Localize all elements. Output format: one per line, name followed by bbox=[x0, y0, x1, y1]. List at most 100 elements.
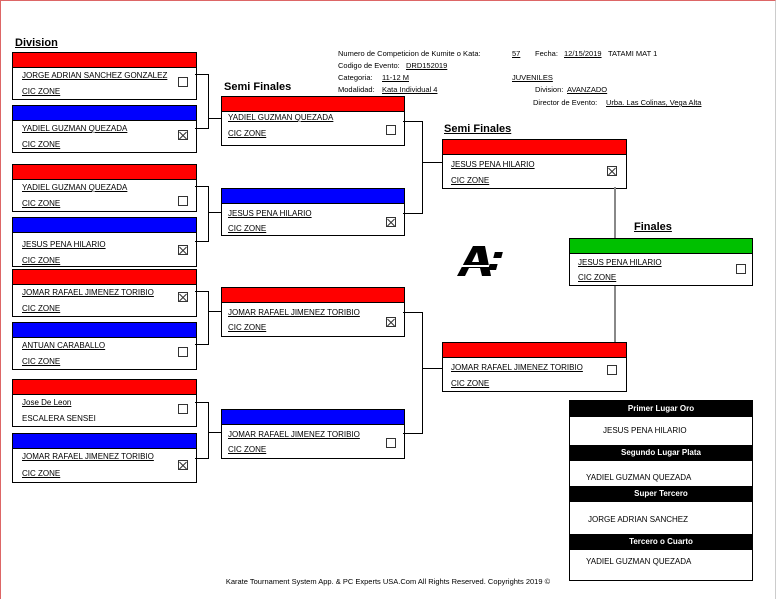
competitor-club: CIC ZONE bbox=[22, 140, 61, 149]
bracket-line bbox=[422, 162, 442, 163]
competitor-name: JOMAR RAFAEL JIMENEZ TORIBIO bbox=[228, 308, 360, 317]
winner-checkbox[interactable] bbox=[386, 438, 396, 448]
blue-corner-bar bbox=[13, 434, 196, 449]
winner-checkbox[interactable] bbox=[607, 365, 617, 375]
bracket-line bbox=[195, 402, 208, 403]
bracket-line bbox=[195, 241, 208, 242]
red-corner-bar bbox=[13, 380, 196, 395]
third-place-name: JORGE ADRIAN SANCHEZ bbox=[588, 515, 689, 524]
bracket-line bbox=[422, 121, 423, 214]
competitor-name: ANTUAN CARABALLO bbox=[22, 341, 106, 350]
blue-corner-bar bbox=[222, 189, 404, 204]
winner-checkbox-checked[interactable] bbox=[178, 292, 188, 302]
competitor-club: CIC ZONE bbox=[451, 176, 490, 185]
final-box[interactable]: JESUS PENA HILARIO CIC ZONE bbox=[569, 238, 753, 286]
director-label: Director de Evento: bbox=[533, 98, 598, 107]
semifinal-box[interactable]: JESUS PENA HILARIO CIC ZONE bbox=[221, 188, 405, 236]
semi-finals-header-2: Semi Finales bbox=[444, 123, 512, 135]
red-corner-bar bbox=[13, 270, 196, 285]
semifinal-box[interactable]: JOMAR RAFAEL JIMENEZ TORIBIO CIC ZONE bbox=[221, 409, 405, 459]
semifinal-box[interactable]: JOMAR RAFAEL JIMENEZ TORIBIO CIC ZONE bbox=[442, 342, 627, 392]
winner-checkbox[interactable] bbox=[178, 347, 188, 357]
competitor-name: JOMAR RAFAEL JIMENEZ TORIBIO bbox=[22, 452, 154, 461]
competitor-name: JORGE ADRIAN SANCHEZ GONZALEZ bbox=[22, 71, 168, 80]
competitor-box[interactable]: JOMAR RAFAEL JIMENEZ TORIBIO CIC ZONE bbox=[12, 433, 197, 483]
red-corner-bar bbox=[13, 53, 196, 68]
competitor-club: CIC ZONE bbox=[22, 87, 61, 96]
second-place-name: YADIEL GUZMAN QUEZADA bbox=[586, 473, 692, 482]
competitor-club: CIC ZONE bbox=[228, 224, 267, 233]
competitor-club: ESCALERA SENSEI bbox=[22, 414, 96, 423]
second-place-title: Segundo Lugar Plata bbox=[570, 445, 752, 461]
semifinal-box[interactable]: YADIEL GUZMAN QUEZADA CIC ZONE bbox=[221, 96, 405, 146]
winner-checkbox-checked[interactable] bbox=[386, 217, 396, 227]
competitor-club: CIC ZONE bbox=[228, 129, 267, 138]
copyright-footer: Karate Tournament System App. & PC Exper… bbox=[225, 577, 551, 586]
bracket-line bbox=[208, 212, 221, 213]
app-logo bbox=[455, 246, 503, 276]
bracket-line bbox=[195, 186, 208, 187]
division-header: Division bbox=[15, 37, 58, 49]
red-corner-bar bbox=[443, 140, 626, 155]
semifinal-box[interactable]: JOMAR RAFAEL JIMENEZ TORIBIO CIC ZONE bbox=[221, 287, 405, 337]
competitor-club: CIC ZONE bbox=[22, 256, 61, 265]
competitor-name: JESUS PENA HILARIO bbox=[228, 209, 312, 218]
modality-label: Modalidad: bbox=[338, 85, 375, 94]
bracket-line bbox=[403, 312, 422, 313]
competitor-name: JOMAR RAFAEL JIMENEZ TORIBIO bbox=[22, 288, 154, 297]
competitor-box[interactable]: JORGE ADRIAN SANCHEZ GONZALEZ CIC ZONE bbox=[12, 52, 197, 100]
competitor-box[interactable]: Jose De Leon ESCALERA SENSEI bbox=[12, 379, 197, 427]
bracket-line bbox=[195, 344, 208, 345]
bracket-line bbox=[614, 187, 616, 238]
winner-checkbox[interactable] bbox=[736, 264, 746, 274]
competitor-box[interactable]: JOMAR RAFAEL JIMENEZ TORIBIO CIC ZONE bbox=[12, 269, 197, 317]
blue-corner-bar bbox=[13, 218, 196, 233]
competitor-club: CIC ZONE bbox=[22, 469, 61, 478]
bracket-line bbox=[403, 433, 422, 434]
bracket-line bbox=[195, 128, 208, 129]
group-value: JUVENILES bbox=[512, 73, 553, 82]
bracket-line bbox=[422, 368, 442, 369]
competitor-box[interactable]: JESUS PENA HILARIO CIC ZONE bbox=[12, 217, 197, 267]
blue-corner-bar bbox=[13, 106, 196, 121]
winner-checkbox-checked[interactable] bbox=[607, 166, 617, 176]
blue-corner-bar bbox=[222, 410, 404, 425]
competition-number: 57 bbox=[512, 49, 521, 58]
category-value: 11-12 M bbox=[382, 73, 409, 82]
competitor-name: JOMAR RAFAEL JIMENEZ TORIBIO bbox=[228, 430, 360, 439]
bracket-line bbox=[208, 186, 209, 242]
bracket-line bbox=[403, 213, 422, 214]
winner-checkbox[interactable] bbox=[178, 77, 188, 87]
date-label: Fecha: bbox=[535, 49, 558, 58]
third-place-title: Super Tercero bbox=[570, 486, 752, 502]
competitor-name: JESUS PENA HILARIO bbox=[451, 160, 535, 169]
competition-number-label: Numero de Competicion de Kumite o Kata: bbox=[338, 49, 481, 58]
division-info-label: Division: bbox=[535, 85, 564, 94]
competitor-club: CIC ZONE bbox=[228, 445, 267, 454]
bracket-line bbox=[208, 291, 209, 345]
green-final-bar bbox=[570, 239, 752, 254]
event-code: DRD152019 bbox=[406, 61, 448, 70]
competitor-club: CIC ZONE bbox=[451, 379, 490, 388]
bracket-line bbox=[195, 458, 208, 459]
winner-checkbox-checked[interactable] bbox=[386, 317, 396, 327]
competitor-box[interactable]: YADIEL GUZMAN QUEZADA CIC ZONE bbox=[12, 164, 197, 212]
bracket-line bbox=[403, 121, 422, 122]
winner-checkbox[interactable] bbox=[386, 125, 396, 135]
first-place-name: JESUS PENA HILARIO bbox=[603, 426, 687, 435]
bracket-line bbox=[208, 118, 221, 119]
competitor-box[interactable]: YADIEL GUZMAN QUEZADA CIC ZONE bbox=[12, 105, 197, 153]
winner-checkbox[interactable] bbox=[178, 404, 188, 414]
champion-name: JESUS PENA HILARIO bbox=[578, 258, 662, 267]
semi-finals-header-1: Semi Finales bbox=[224, 81, 292, 93]
competitor-box[interactable]: ANTUAN CARABALLO CIC ZONE bbox=[12, 322, 197, 370]
winner-checkbox-checked[interactable] bbox=[178, 245, 188, 255]
winner-checkbox-checked[interactable] bbox=[178, 130, 188, 140]
competitor-name: YADIEL GUZMAN QUEZADA bbox=[22, 183, 128, 192]
winner-checkbox-checked[interactable] bbox=[178, 460, 188, 470]
competitor-name: Jose De Leon bbox=[22, 398, 72, 407]
semifinal-box[interactable]: JESUS PENA HILARIO CIC ZONE bbox=[442, 139, 627, 189]
mat-label: TATAMI MAT 1 bbox=[608, 49, 658, 58]
finals-header: Finales bbox=[634, 221, 672, 233]
winner-checkbox[interactable] bbox=[178, 196, 188, 206]
